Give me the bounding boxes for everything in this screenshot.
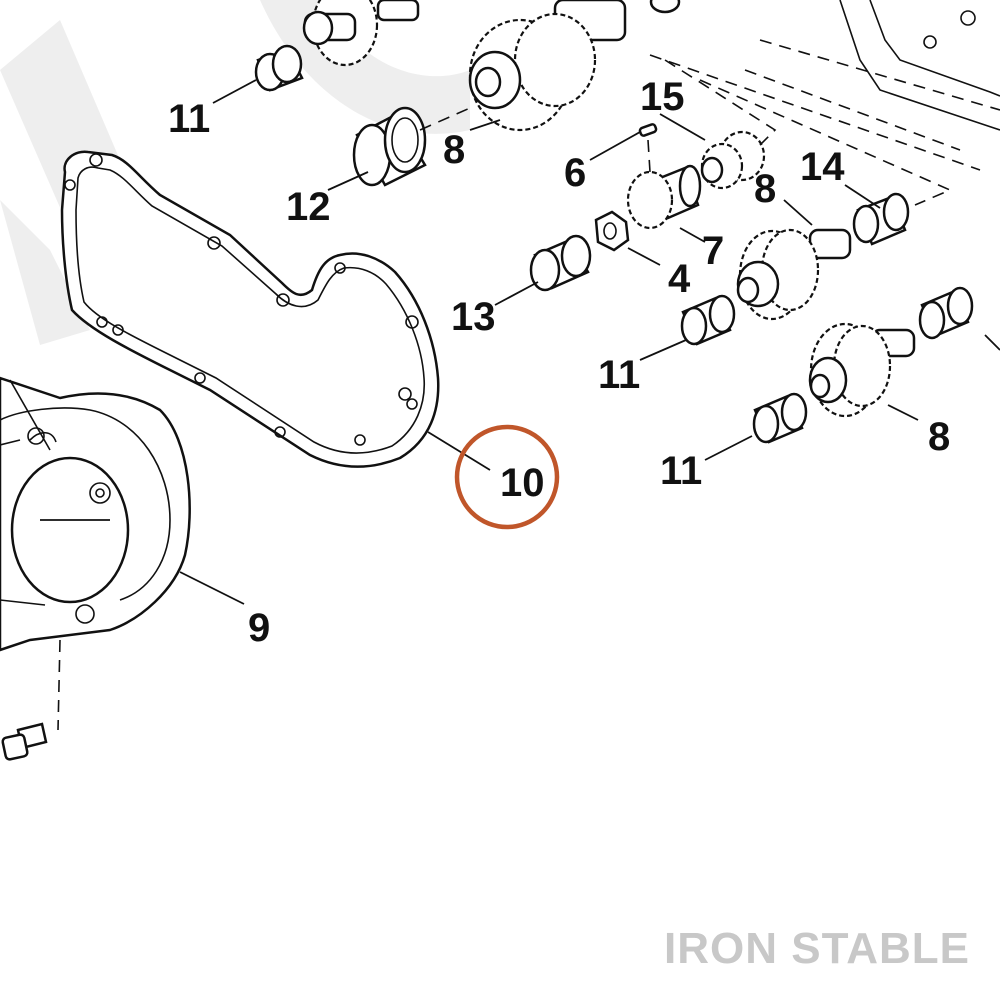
gear-15 <box>700 130 766 190</box>
callout-13: 13 <box>451 295 496 339</box>
callout-6: 6 <box>564 151 586 195</box>
callout-15: 15 <box>640 75 685 119</box>
callout-12: 12 <box>286 185 331 229</box>
callout-11-middle: 11 <box>598 353 640 397</box>
gear-shaft-8-lower <box>808 322 916 418</box>
callout-14: 14 <box>800 145 845 189</box>
bushing-11-middle <box>680 294 736 346</box>
bushing-11-lower <box>752 392 808 444</box>
leader-lines <box>179 79 919 605</box>
pinion-gear-7 <box>626 164 702 230</box>
gear-shaft-top-left <box>302 0 420 67</box>
cover-9 <box>0 376 191 652</box>
housing-outline <box>649 0 1000 171</box>
callout-9: 9 <box>248 606 270 650</box>
small-bushing-top <box>649 0 681 14</box>
gear-shaft-8-middle <box>736 228 852 321</box>
bushing-13 <box>529 234 592 292</box>
callout-10: 10 <box>500 461 545 505</box>
bushing-14 <box>852 192 910 246</box>
bushing-11-top <box>254 44 304 92</box>
callout-labels: 11 8 12 15 6 14 8 7 4 13 11 8 11 10 9 <box>168 75 950 650</box>
alignment-lines <box>419 59 953 206</box>
callout-8-lower: 8 <box>928 415 950 459</box>
callout-7: 7 <box>702 229 724 273</box>
callout-11-top: 11 <box>168 97 210 141</box>
nut-4 <box>594 210 630 252</box>
cover-bolt <box>1 639 61 761</box>
bearing-12 <box>352 106 427 187</box>
watermark: IRON STABLE <box>664 924 970 973</box>
highlight-circle <box>454 424 560 530</box>
callout-11-lower: 11 <box>660 449 702 493</box>
callout-4: 4 <box>668 257 691 301</box>
gear-shaft-8-top <box>468 0 627 132</box>
bushing-right-edge <box>918 286 1000 351</box>
callout-8-top: 8 <box>443 128 465 172</box>
callout-8-middle: 8 <box>754 167 776 211</box>
pin-6 <box>638 123 658 173</box>
gasket-10 <box>60 150 440 468</box>
